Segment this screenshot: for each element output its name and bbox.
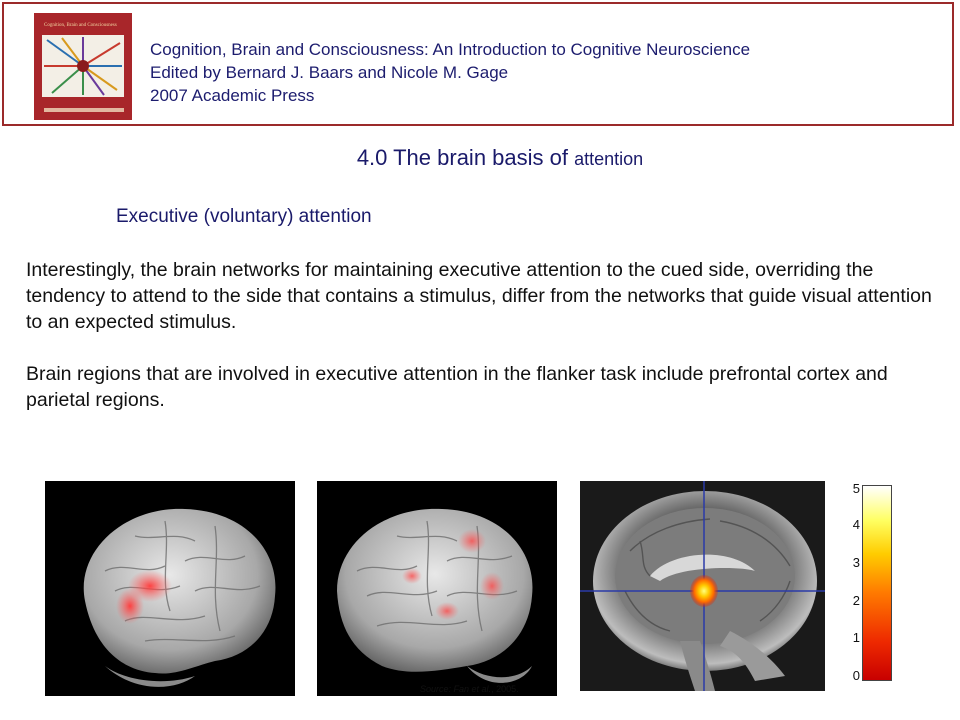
book-title: Cognition, Brain and Consciousness: An I… <box>150 40 751 59</box>
brain-figure-lateral-right <box>317 481 557 696</box>
header-box: Cognition, Brain and Consciousness <box>2 2 954 126</box>
slide-subtitle: Executive (voluntary) attention <box>116 206 372 227</box>
book-info: Cognition, Brain and Consciousness: An I… <box>150 38 750 107</box>
book-publisher: 2007 Academic Press <box>150 86 315 105</box>
source-author: Fan et al. <box>453 684 492 694</box>
figure-source: Source: Fan et al., 2005. <box>420 684 519 694</box>
paragraph-2: Brain regions that are involved in execu… <box>26 363 888 411</box>
cover-title: Cognition, Brain and Consciousness <box>44 23 117 28</box>
book-cover-icon: Cognition, Brain and Consciousness <box>34 13 132 120</box>
brain-figure-lateral-left <box>45 481 295 696</box>
source-label: Source: <box>420 684 454 694</box>
slide-title: 4.0 The brain basis of attention <box>0 145 960 171</box>
paragraph-1: Interestingly, the brain networks for ma… <box>26 259 932 333</box>
colorbar-tick: 3 <box>852 555 860 570</box>
colorbar-tick: 2 <box>852 593 860 608</box>
slide-title-small: attention <box>574 149 644 169</box>
book-editors: Edited by Bernard J. Baars and Nicole M.… <box>150 63 509 82</box>
brain-figure-sagittal-mri <box>580 481 825 691</box>
cover-footer <box>44 108 124 112</box>
cover-artwork <box>42 35 124 97</box>
slide-title-main: 4.0 The brain basis of <box>356 145 575 170</box>
colorbar <box>862 485 892 681</box>
body-text: Interestingly, the brain networks for ma… <box>26 257 936 439</box>
colorbar-tick: 5 <box>852 481 860 496</box>
colorbar-tick: 4 <box>852 517 860 532</box>
colorbar-tick: 0 <box>852 668 860 683</box>
colorbar-tick: 1 <box>852 630 860 645</box>
source-year: , 2005. <box>491 684 519 694</box>
